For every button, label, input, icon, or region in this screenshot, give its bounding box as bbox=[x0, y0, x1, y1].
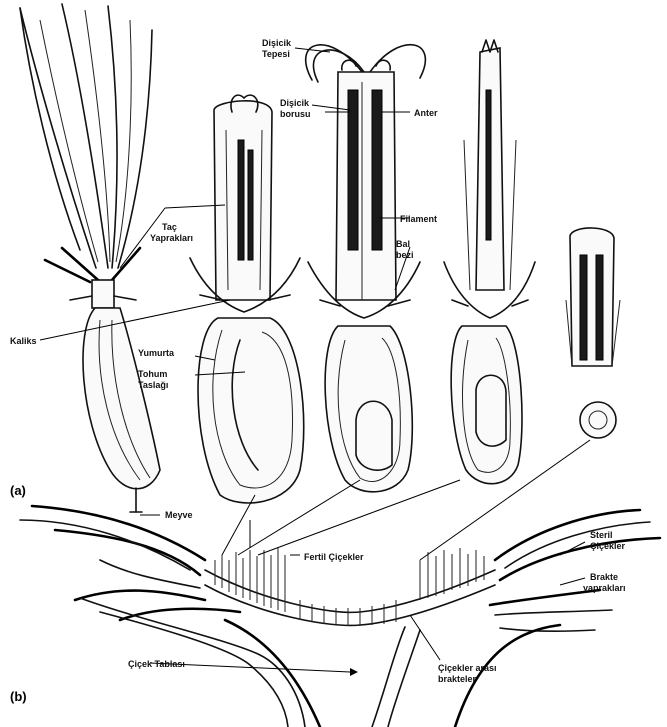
left-floret-illustration bbox=[20, 4, 160, 512]
panel-label-b: (b) bbox=[10, 689, 27, 704]
label-calyx: Kaliks bbox=[10, 336, 37, 346]
label-nectar-1: Bal bbox=[396, 239, 410, 249]
label-corolla-1: Taç bbox=[162, 222, 177, 232]
label-sterile-2: Çiçekler bbox=[590, 541, 626, 551]
label-fertile: Fertil Çiçekler bbox=[304, 552, 364, 562]
label-ovary-1: Tohum bbox=[138, 369, 167, 379]
label-fruit: Meyve bbox=[165, 510, 193, 520]
label-receptacle: Çiçek Tablası bbox=[128, 659, 185, 669]
label-stigma-2: Tepesi bbox=[262, 49, 290, 59]
label-corolla-2: Yaprakları bbox=[150, 233, 193, 243]
capitulum-illustration bbox=[20, 506, 660, 727]
label-stigma-1: Dişicik bbox=[262, 38, 292, 48]
label-bract-2: yaprakları bbox=[583, 583, 626, 593]
sterile-floret-illustration bbox=[566, 228, 620, 438]
label-anther: Anter bbox=[414, 108, 438, 118]
floret-two-illustration bbox=[190, 95, 304, 503]
label-ovary-2: Taslağı bbox=[138, 380, 168, 390]
label-sterile-1: Steril bbox=[590, 530, 613, 540]
label-nectar-2: bezi bbox=[396, 250, 414, 260]
label-chaff-1: Çiçekler arası bbox=[438, 663, 497, 673]
panel-label-a: (a) bbox=[10, 483, 26, 498]
label-bract-1: Brakte bbox=[590, 572, 618, 582]
label-style-2: borusu bbox=[280, 109, 311, 119]
label-chaff-2: brakteler bbox=[438, 674, 477, 684]
label-style-1: Dişicik bbox=[280, 98, 310, 108]
label-ovule: Yumurta bbox=[138, 348, 175, 358]
floret-four-illustration bbox=[444, 40, 535, 484]
label-filament: Filament bbox=[400, 214, 437, 224]
